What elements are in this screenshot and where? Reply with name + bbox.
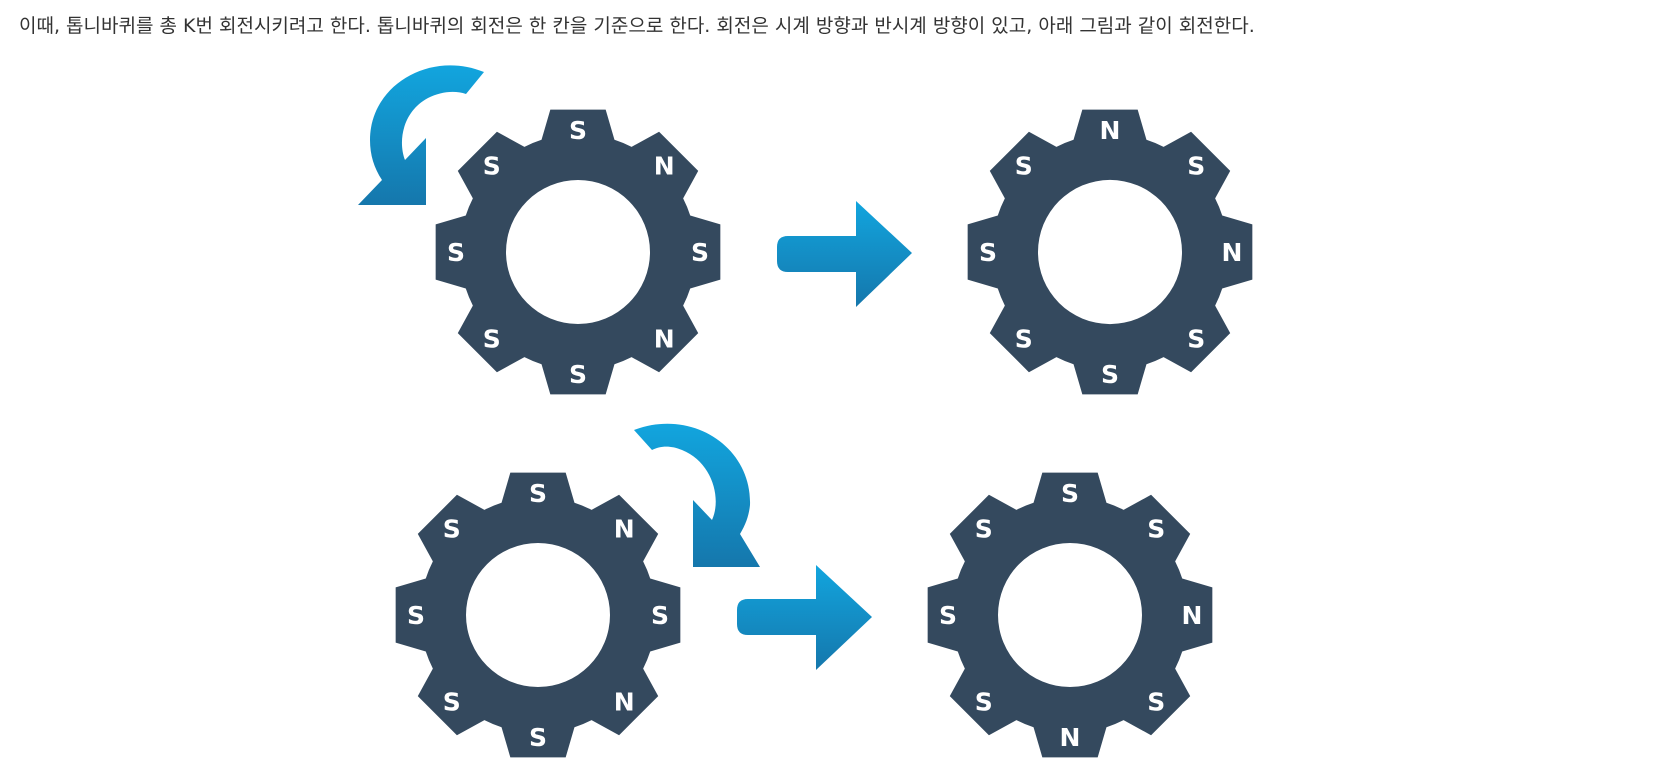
tooth-label-3: N — [1182, 601, 1203, 630]
tooth-label-6: S — [1015, 324, 1033, 353]
clockwise-rotation-icon — [634, 423, 760, 567]
tooth-label-2: S — [1187, 152, 1205, 181]
transition-arrow — [777, 201, 912, 307]
arrow-right-icon — [777, 201, 912, 307]
tooth-label-7: S — [979, 238, 997, 267]
tooth-label-2: N — [654, 152, 675, 181]
gear-body — [435, 109, 721, 395]
tooth-label-1: S — [569, 116, 587, 145]
tooth-label-4: S — [1147, 687, 1165, 716]
tooth-label-5: S — [1101, 360, 1119, 389]
gear-after: N S N S S S S S — [967, 109, 1253, 395]
tooth-label-2: S — [1147, 515, 1165, 544]
gear-after: S S N S N S S S — [927, 472, 1213, 758]
tooth-label-5: S — [529, 723, 547, 752]
row-2: S N S N S S S S S S N S N S S S — [395, 423, 1213, 758]
tooth-label-7: S — [447, 238, 465, 267]
tooth-label-8: S — [975, 515, 993, 544]
counterclockwise-rotation-icon — [358, 65, 484, 205]
rotation-arrow-cw — [634, 423, 760, 567]
arrow-right-icon — [737, 565, 872, 670]
tooth-label-6: S — [975, 687, 993, 716]
tooth-label-8: S — [443, 515, 461, 544]
row-1: S N S N S S S S N S N S S S S S — [358, 65, 1253, 395]
gear-body — [927, 472, 1213, 758]
tooth-label-4: N — [654, 324, 675, 353]
tooth-label-1: S — [529, 479, 547, 508]
tooth-label-2: N — [614, 515, 635, 544]
tooth-label-7: S — [939, 601, 957, 630]
gear-body — [967, 109, 1253, 395]
tooth-label-3: S — [651, 601, 669, 630]
rotation-arrow-ccw — [358, 65, 484, 205]
tooth-label-4: S — [1187, 324, 1205, 353]
gear-before: S N S N S S S S — [395, 472, 681, 758]
tooth-label-1: S — [1061, 479, 1079, 508]
tooth-label-5: N — [1060, 723, 1081, 752]
tooth-label-7: S — [407, 601, 425, 630]
tooth-label-4: N — [614, 687, 635, 716]
transition-arrow — [737, 565, 872, 670]
tooth-label-8: S — [1015, 152, 1033, 181]
gear-before: S N S N S S S S — [435, 109, 721, 395]
tooth-label-3: S — [691, 238, 709, 267]
gear-body — [395, 472, 681, 758]
description-text: 이때, 톱니바퀴를 총 K번 회전시키려고 한다. 톱니바퀴의 회전은 한 칸을… — [19, 15, 1255, 37]
tooth-label-1: N — [1100, 116, 1121, 145]
tooth-label-3: N — [1222, 238, 1243, 267]
tooth-label-5: S — [569, 360, 587, 389]
tooth-label-6: S — [443, 687, 461, 716]
tooth-label-8: S — [483, 152, 501, 181]
tooth-label-6: S — [483, 324, 501, 353]
